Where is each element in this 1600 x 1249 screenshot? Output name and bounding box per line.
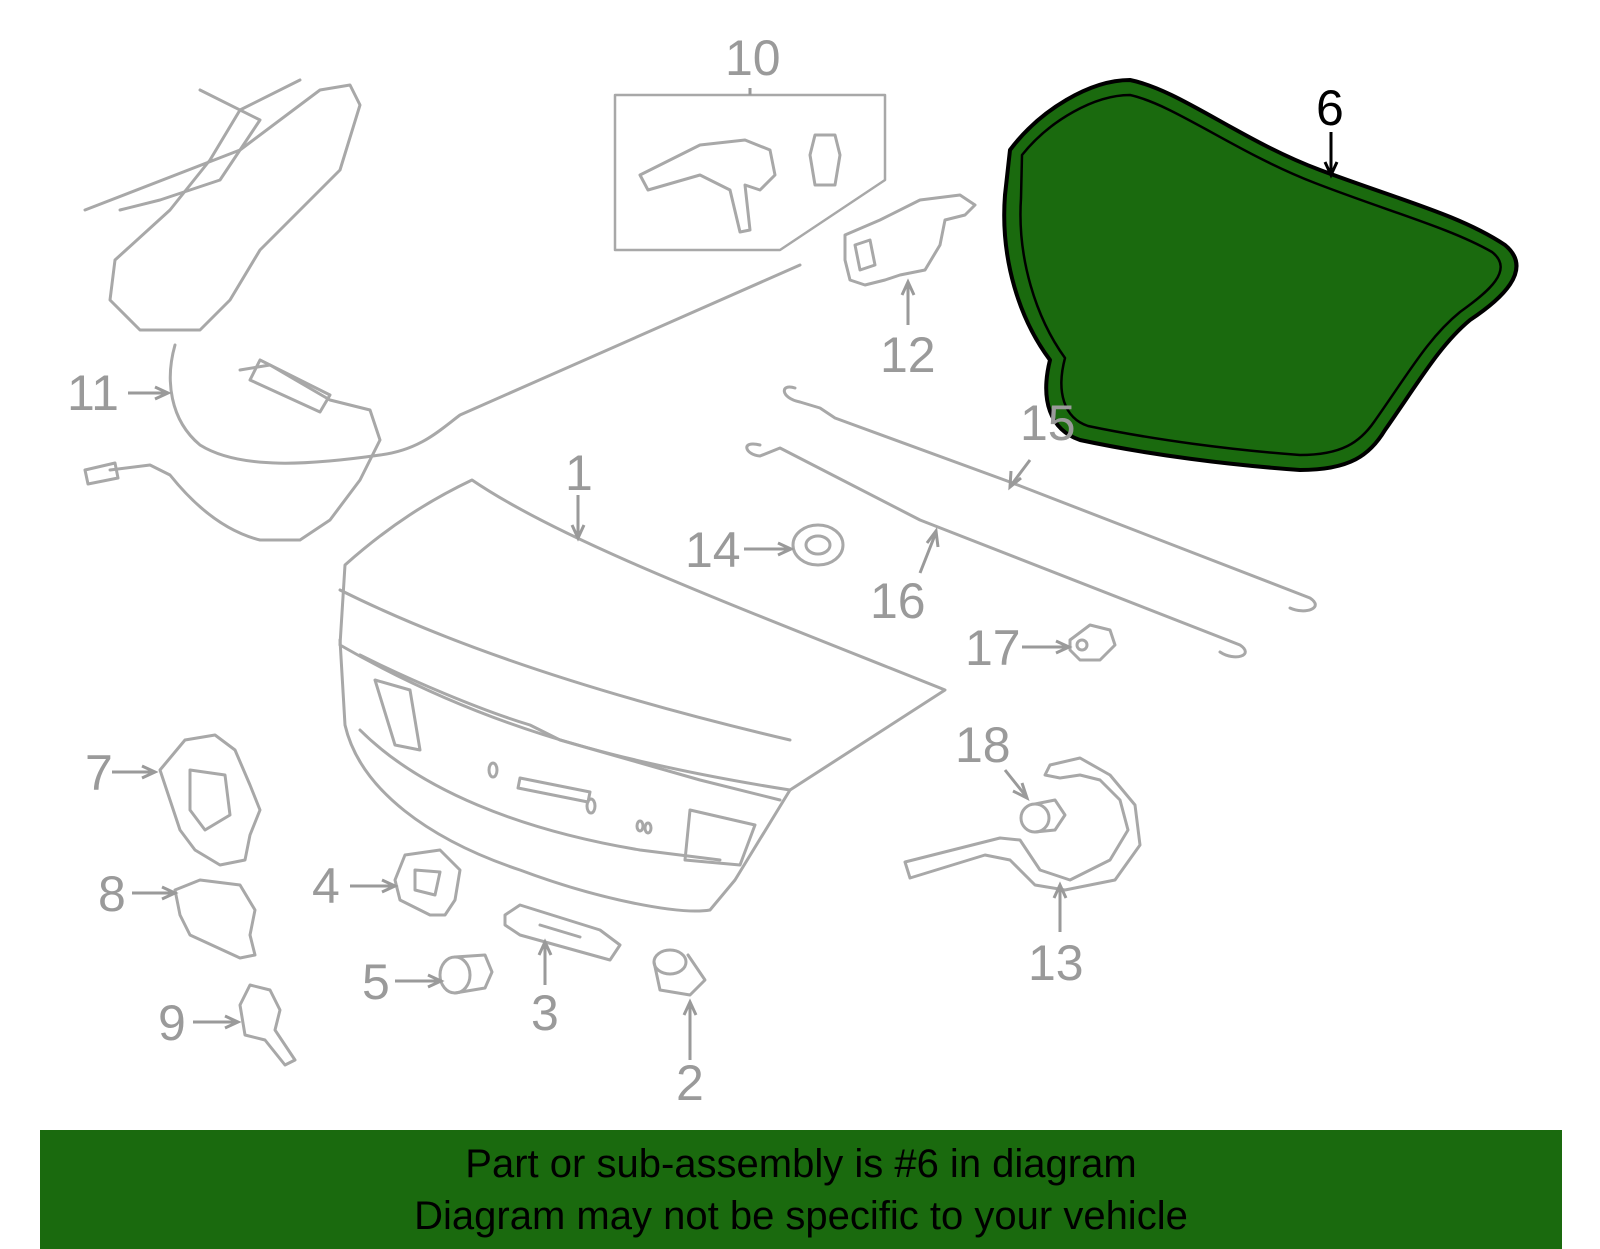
callout-9: 9 [158,995,186,1051]
callout-14: 14 [685,522,741,578]
part-6-weatherstrip[interactable] [1002,78,1519,472]
callout-18: 18 [955,717,1011,773]
part-14-bushing[interactable] [791,523,845,567]
callout-4: 4 [312,858,340,914]
callout-13: 13 [1028,935,1084,991]
part-11-release-cable[interactable] [83,78,802,542]
callout-16: 16 [870,573,926,629]
callout-3: 3 [531,985,559,1041]
part-4-bracket[interactable] [393,848,462,917]
banner-line-2: Diagram may not be specific to your vehi… [414,1193,1188,1238]
part-2-bumper[interactable] [652,948,707,997]
part-15-torsion-bar[interactable] [782,385,1317,613]
part-9-bracket[interactable] [238,983,297,1067]
part-1-trunk-lid[interactable] [338,478,947,913]
callout-12: 12 [880,327,936,383]
part-8-actuator[interactable] [173,878,257,960]
leader-arrows [112,88,1339,1060]
part-18-bumper[interactable] [1019,798,1067,834]
callout-8: 8 [98,866,126,922]
callout-11: 11 [67,365,119,421]
part-16-torsion-bar[interactable] [745,442,1247,659]
callout-labels: 1 2 3 4 5 6 7 8 9 10 11 12 13 14 15 16 1… [67,30,1344,1111]
callout-1: 1 [565,445,593,501]
info-banner: Part or sub-assembly is #6 in diagram Di… [40,1130,1562,1249]
callout-6: 6 [1316,80,1344,136]
callout-5: 5 [362,954,390,1010]
part-17-bumper[interactable] [1068,623,1117,662]
callout-15: 15 [1020,395,1076,451]
callout-10: 10 [725,30,781,86]
part-7-latch[interactable] [158,733,262,867]
part-5-grommet[interactable] [438,953,494,995]
part-13-hinge[interactable] [903,756,1142,892]
callout-17: 17 [965,620,1021,676]
callout-2: 2 [676,1055,704,1111]
part-12-latch-bracket[interactable] [843,193,977,287]
part-10-lock-cylinder-set[interactable] [613,93,887,252]
callout-7: 7 [85,745,113,801]
part-3-handle[interactable] [503,903,622,962]
banner-line-1: Part or sub-assembly is #6 in diagram [465,1141,1137,1186]
